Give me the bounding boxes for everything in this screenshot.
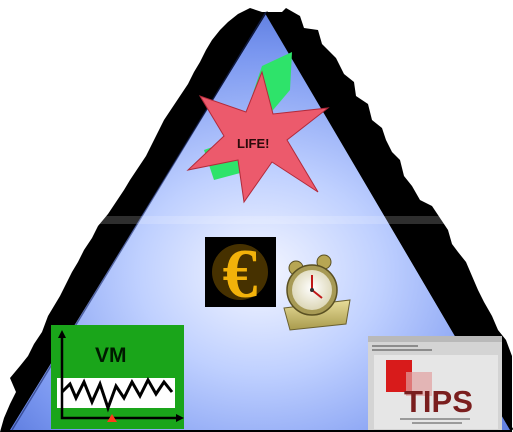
vm-label: VM xyxy=(95,344,127,367)
chart-axes xyxy=(60,336,180,420)
chart-line xyxy=(60,376,174,413)
life-star-icon: LIFE! xyxy=(186,52,330,204)
star-burst-icon xyxy=(186,70,330,204)
chart-marker xyxy=(107,414,117,422)
euro-coin-icon: € xyxy=(205,236,276,313)
tips-software-screenshot: TIPS xyxy=(368,336,502,430)
vm-chart-icon: VM xyxy=(51,325,184,429)
alarm-clock-icon xyxy=(283,254,351,331)
tips-label: TIPS xyxy=(404,384,473,419)
life-label: LIFE! xyxy=(237,136,270,151)
svg-text:€: € xyxy=(223,236,258,313)
